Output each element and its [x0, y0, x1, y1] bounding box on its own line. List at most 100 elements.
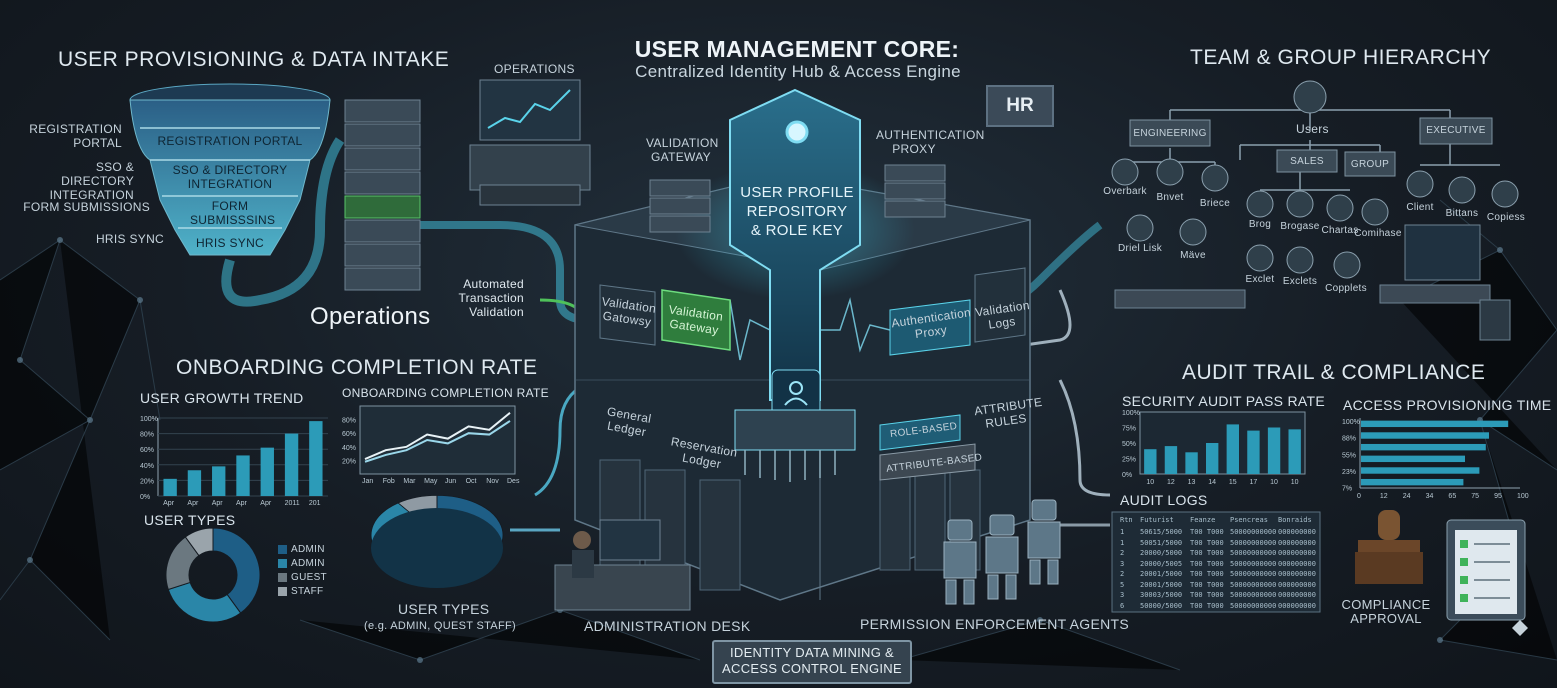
log-cell: 50000000000: [1230, 528, 1277, 536]
pie-slice: [167, 581, 242, 623]
log-cell: T00 T000: [1190, 528, 1224, 536]
compliance-label: COMPLIANCE APPROVAL: [1341, 597, 1431, 626]
x-tick-label: 12: [1167, 479, 1175, 486]
log-cell: 1: [1120, 528, 1125, 536]
x-tick-label: 13: [1188, 479, 1196, 486]
y-tick-label: 0%: [1122, 472, 1132, 479]
log-header: Bonraids: [1278, 516, 1312, 524]
funnel-label-sso: SSO & DIRECTORY INTEGRATION: [172, 163, 288, 191]
log-cell: 000000000: [1278, 528, 1316, 536]
x-tick-label: 95: [1494, 493, 1502, 500]
group-engineering: ENGINEERING: [1133, 128, 1207, 139]
funnel-label-registration: REGISTRATION PORTAL: [157, 134, 303, 148]
x-tick-label: 65: [1448, 493, 1456, 500]
bar: [1185, 452, 1198, 474]
member-label: Chartas: [1321, 225, 1359, 236]
growth-chart-title: USER GROWTH TREND: [140, 390, 304, 406]
log-cell: 3: [1120, 559, 1125, 568]
log-cell: T00 T000: [1190, 591, 1224, 599]
y-tick-label: 20%: [140, 478, 154, 485]
log-cell: 20000/5005: [1140, 559, 1183, 568]
log-cell: 5: [1120, 580, 1125, 589]
series-line: [364, 412, 511, 460]
engine-label: IDENTITY DATA MINING & ACCESS CONTROL EN…: [722, 645, 902, 676]
member-label: Briece: [1199, 198, 1231, 209]
log-cell: T00 T000: [1190, 580, 1224, 589]
side-label-forms: FORM SUBMISSIONS: [23, 200, 150, 214]
pie-slice: [212, 527, 261, 614]
log-cell: 20001/5000: [1140, 580, 1183, 589]
log-cell: 20000/5000: [1140, 549, 1183, 557]
automated-validation-label: Automated Transaction Validation: [458, 277, 524, 319]
side-label-hris: HRIS SYNC: [95, 232, 164, 246]
operations-caption: OPERATIONS: [494, 62, 575, 76]
operations-console: [469, 79, 591, 206]
provisioning-title: ACCESS PROVISIONING TIME: [1343, 397, 1552, 413]
x-tick-label: 24: [1403, 493, 1411, 500]
audit-title: AUDIT TRAIL & COMPLIANCE: [1182, 361, 1486, 384]
x-tick-label: 12: [1380, 493, 1388, 500]
member-label: Bnvet: [1156, 192, 1184, 203]
bar: [1226, 424, 1239, 474]
y-tick-label: 55%: [1342, 452, 1356, 459]
bar: [1247, 430, 1260, 474]
x-tick-label: 2011: [285, 500, 300, 507]
intake-title: USER PROVISIONING & DATA INTAKE: [58, 48, 450, 71]
y-tick-label: 75%: [1122, 426, 1136, 433]
member-label: Overbark: [1103, 186, 1147, 197]
log-cell: 000000000: [1278, 601, 1316, 610]
bar: [284, 433, 299, 496]
donut-caption-sub: (e.g. ADMIN, QUEST STAFF): [364, 620, 516, 632]
log-cell: 1: [1120, 538, 1125, 547]
donut-3d-base: [371, 508, 503, 588]
log-cell: T00 T000: [1190, 538, 1224, 547]
member-label: Bittans: [1445, 208, 1479, 219]
log-cell: T00 T000: [1190, 559, 1224, 568]
log-cell: 000000000: [1278, 580, 1316, 589]
log-cell: 50000000000: [1230, 580, 1277, 589]
x-tick-label: Apr: [187, 500, 199, 507]
legend-label: GUEST: [291, 572, 327, 583]
validation-gateway-caption: VALIDATION GATEWAY: [646, 136, 719, 164]
page-title: USER MANAGEMENT CORE:: [634, 36, 960, 62]
enforcement-agents-label: PERMISSION ENFORCEMENT AGENTS: [860, 616, 1130, 632]
log-cell: 000000000: [1278, 549, 1316, 557]
group-executive: EXECUTIVE: [1426, 125, 1486, 136]
log-cell: 50000000000: [1230, 549, 1277, 557]
y-tick-label: 20%: [342, 458, 356, 465]
y-tick-label: 7%: [1342, 486, 1352, 493]
log-cell: 000000000: [1278, 591, 1316, 599]
legend-swatch: [278, 559, 287, 568]
enforcement-robots: [943, 499, 1061, 605]
x-tick-label: Apr: [212, 500, 224, 507]
y-tick-label: 88%: [1342, 436, 1356, 443]
member-label: Client: [1406, 202, 1434, 213]
x-tick-label: Mar: [403, 478, 416, 485]
x-tick-label: 100: [1517, 493, 1529, 500]
x-tick-label: May: [424, 478, 438, 485]
member-label: Brogase: [1280, 221, 1320, 232]
side-label-registration: REGISTRATION PORTAL: [29, 122, 122, 150]
x-tick-label: Apr: [260, 500, 272, 507]
x-tick-label: Jan: [362, 478, 373, 485]
user-types-title: USER TYPES: [144, 512, 236, 528]
sparkle-icon: [1512, 620, 1528, 636]
x-tick-label: Jun: [445, 478, 456, 485]
legend-swatch: [278, 573, 287, 582]
page-subtitle: Centralized Identity Hub & Access Engine: [635, 62, 961, 81]
pass-rate-title: SECURITY AUDIT PASS RATE: [1122, 393, 1325, 409]
log-cell: 50000000000: [1230, 601, 1277, 610]
gateway-servers: [649, 164, 946, 233]
member-label: Comihase: [1354, 228, 1402, 239]
log-cell: 50000000000: [1230, 591, 1277, 599]
completion-chart-title: ONBOARDING COMPLETION RATE: [342, 386, 549, 400]
log-cell: 30003/5000: [1140, 591, 1183, 599]
log-cell: 6: [1120, 601, 1125, 610]
operations-label: Operations: [310, 303, 431, 330]
x-tick-label: 10: [1270, 479, 1278, 486]
y-tick-label: 80%: [342, 418, 356, 425]
group-sales: SALES: [1290, 156, 1324, 167]
log-header: Rtn: [1120, 516, 1133, 524]
